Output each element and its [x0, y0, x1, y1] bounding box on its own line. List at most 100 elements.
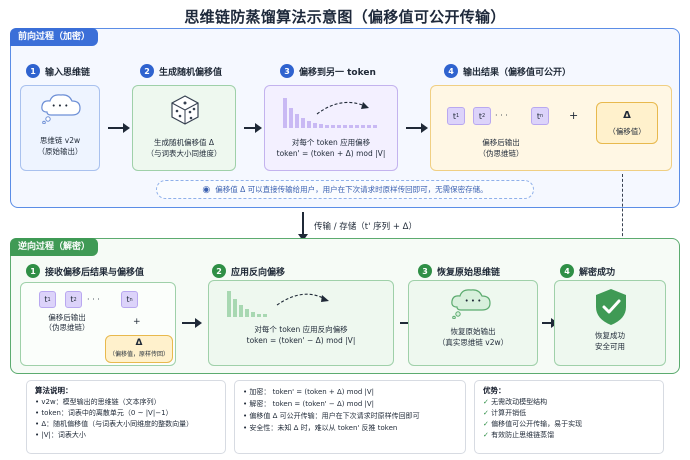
step-label: 生成随机偏移值	[159, 67, 223, 78]
explanation-item: • |V|：词表大小	[35, 431, 86, 439]
apply-offset-label: 对每个 token 应用偏移	[291, 138, 371, 147]
forward-step-4: 4 输出结果（偏移值可公开）	[444, 64, 571, 78]
explanation-box: 算法说明： • v2w：模型输出的思维链（文本序列） • token：词表中的离…	[26, 380, 226, 454]
formula-item: • 加密： token' = (token + Δ) mod |V|	[243, 388, 375, 396]
formula-item: • 解密： token = (token' − Δ) mod |V|	[243, 400, 375, 408]
step-label: 输出结果（偏移值可公开）	[463, 67, 572, 78]
input-cot-box: • • • 思维链 v2w （原始输出）	[20, 85, 100, 171]
formula-item: • 安全性：未知 Δ 时，难以从 token' 反推 token	[243, 424, 398, 432]
success-box: 恢复成功 安全可用	[554, 280, 666, 366]
explanation-item: • v2w：模型输出的思维链（文本序列）	[35, 398, 161, 406]
apply-offset-box: 对每个 token 应用偏移 token' = (token + Δ) mod …	[264, 85, 398, 171]
step-number: 3	[280, 64, 294, 78]
flow-arrow	[108, 123, 130, 133]
transfer-arrowhead	[298, 234, 308, 241]
advantage-item: ✓ 计算开销低	[483, 409, 527, 417]
recovered-cot-box: • • • 恢复原始输出 （真实思维链 v2w）	[408, 280, 538, 366]
flow-arrow	[244, 123, 262, 133]
recovered-cot-label: 恢复原始输出	[450, 327, 496, 336]
delta-box: Δ （偏移值）	[596, 102, 658, 144]
advantages-box: 优势： ✓ 无需改动模型结构 ✓ 计算开销低 ✓ 偏移值可公开传输，易于实现 ✓…	[474, 380, 664, 454]
output-sublabel: （伪思维链）	[478, 149, 524, 158]
step-number: 4	[444, 64, 458, 78]
step-label: 输入思维链	[45, 67, 91, 78]
transfer-arrow	[302, 212, 304, 236]
forward-tab: 前向过程（加密）	[10, 28, 99, 46]
forward-step-2: 2 生成随机偏移值	[140, 64, 222, 78]
random-offset-box: 生成随机偏移值 Δ （与词表大小同维度）	[132, 85, 236, 171]
advantage-item: ✓ 偏移值可公开传输，易于实现	[483, 420, 583, 428]
step-label: 解密成功	[579, 267, 616, 278]
token-distribution-icon	[227, 291, 329, 317]
check-icon: ✓	[483, 420, 489, 428]
input-cot-sublabel: （原始输出）	[37, 147, 83, 156]
delta-caption: （偏移值，原样传回）	[108, 351, 169, 358]
reverse-offset-formula: token = (token' − Δ) mod |V|	[246, 336, 356, 345]
formula-box: • 加密： token' = (token + Δ) mod |V| • 解密：…	[234, 380, 466, 454]
forward-step-1: 1 输入思维链	[26, 64, 90, 78]
input-cot-label: 思维链 v2w	[39, 136, 81, 145]
step-number: 2	[212, 264, 226, 278]
bubble-dots: • • •	[464, 297, 482, 305]
explanation-title: 算法说明：	[35, 386, 73, 395]
reverse-tab: 逆向过程（解密）	[10, 238, 99, 256]
shield-check-icon	[596, 289, 626, 325]
thought-bubble-icon	[41, 94, 81, 124]
step-label: 偏移到另一 token	[299, 67, 376, 78]
explanation-item: • Δ：随机偏移值（与词表大小同维度的整数向量）	[35, 420, 194, 428]
offset-note: ◉ 偏移值 Δ 可以直接传输给用户，用户在下次请求时原样传回即可，无需保密存储。	[156, 180, 534, 199]
token-distribution-icon	[283, 98, 377, 128]
flow-arrow	[182, 318, 202, 328]
random-offset-label: 生成随机偏移值 Δ	[153, 138, 214, 147]
delta-symbol: Δ	[623, 110, 631, 121]
check-icon: ✓	[483, 398, 489, 406]
reverse-step-2: 2 应用反向偏移	[212, 264, 285, 278]
random-offset-sublabel: （与词表大小同维度）	[146, 149, 222, 158]
transfer-label: 传输 / 存储（t' 序列 + Δ）	[314, 222, 417, 232]
flow-arrow	[406, 123, 428, 133]
advantage-item: ✓ 有效防止思维链蒸馏	[483, 431, 555, 439]
forward-step-3: 3 偏移到另一 token	[280, 64, 376, 78]
reverse-offset-label: 对每个 token 应用反向偏移	[254, 325, 348, 334]
delta-box: Δ （偏移值，原样传回）	[105, 335, 173, 363]
flow-arrow	[542, 318, 558, 328]
recovered-cot-sublabel: （真实思维链 v2w）	[437, 338, 509, 347]
explanation-item: • token：词表中的离散单元（0 ~ |V|−1）	[35, 409, 173, 417]
formula-item: • 偏移值 Δ 可公开传输：用户在下次请求时原样传回即可	[243, 412, 420, 420]
plus-sign: +	[569, 109, 579, 122]
bubble-dots: • • •	[51, 102, 69, 110]
step-number: 4	[560, 264, 574, 278]
success-sublabel: 安全可用	[595, 342, 625, 351]
check-icon: ✓	[483, 409, 489, 417]
step-label: 接收偏移后结果与偏移值	[45, 267, 145, 278]
advantages-title: 优势：	[483, 386, 506, 395]
step-number: 1	[26, 264, 40, 278]
received-output-sublabel: （伪思维链）	[44, 323, 90, 332]
dice-icon	[171, 95, 199, 125]
step-label: 应用反向偏移	[231, 267, 286, 278]
delta-caption: （偏移值）	[608, 127, 646, 136]
apply-offset-formula: token' = (token + Δ) mod |V|	[276, 149, 386, 158]
delta-symbol: Δ	[135, 338, 143, 348]
token-ellipsis: · · ·	[495, 111, 508, 120]
step-number: 3	[418, 264, 432, 278]
page-title: 思维链防蒸馏算法示意图（偏移值可公开传输）	[184, 8, 506, 26]
step-number: 1	[26, 64, 40, 78]
token-ellipsis: · · ·	[87, 295, 100, 304]
reverse-step-4: 4 解密成功	[560, 264, 615, 278]
output-label: 偏移后输出	[482, 138, 520, 147]
reverse-step-1: 1 接收偏移后结果与偏移值	[26, 264, 144, 278]
reverse-step-3: 3 恢复原始思维链	[418, 264, 500, 278]
step-number: 2	[140, 64, 154, 78]
reverse-offset-box: 对每个 token 应用反向偏移 token = (token' − Δ) mo…	[208, 280, 394, 366]
delta-return-connector	[622, 174, 623, 246]
received-output-label: 偏移后输出	[48, 313, 86, 322]
